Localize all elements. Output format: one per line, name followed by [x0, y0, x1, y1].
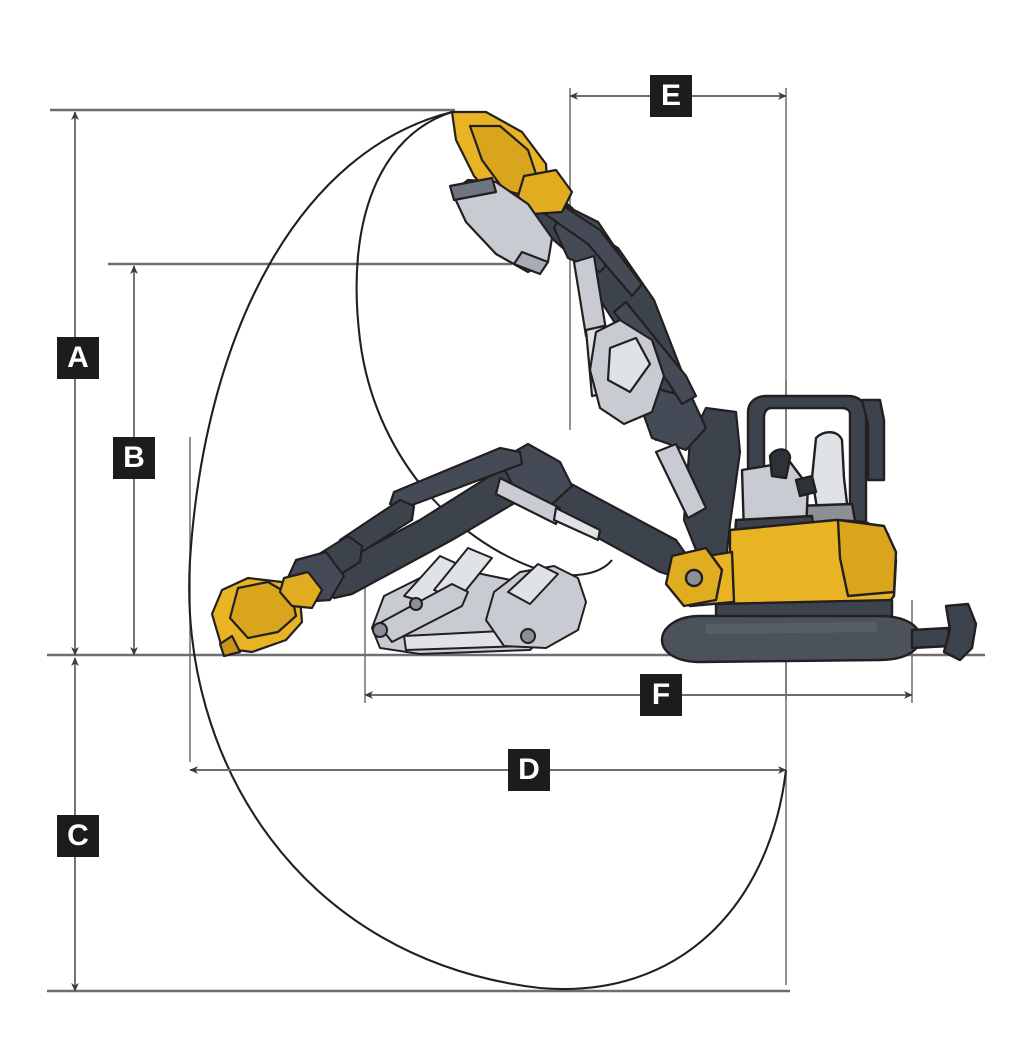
dipper-link-upper	[388, 446, 524, 510]
dimension-label-e: E	[650, 75, 692, 117]
bucket-ghost-body-right	[485, 565, 587, 649]
dimension-label-f: F	[640, 674, 682, 716]
upperstructure-engine-cowl	[836, 518, 898, 598]
dimension-label-d: D	[508, 749, 550, 791]
bucket-ghost-arm	[377, 583, 469, 643]
bucket-lowered-yellow-shade	[228, 580, 298, 640]
hydraulic-rod-lowered	[552, 506, 602, 542]
dimension-label-b: B	[113, 437, 155, 479]
bucket-ghost-pin-c	[409, 597, 423, 611]
bucket-ghost-pin-a	[372, 622, 388, 638]
operator-seat	[810, 431, 850, 516]
working-envelope-arc	[188, 110, 788, 991]
dimension-label-c: C	[57, 815, 99, 857]
dozer-blade-arm	[910, 626, 952, 650]
attachment-ghost-mid-plate	[606, 336, 652, 394]
control-lever-left	[768, 448, 792, 480]
machine-boom-raised	[448, 110, 742, 562]
bucket-raised-gray-edge	[512, 250, 550, 276]
bucket-lowered-linkage	[278, 570, 324, 610]
bucket-ghost-assembly	[371, 547, 587, 655]
bucket-raised-teeth-bar	[448, 176, 498, 202]
machine-upperstructure	[660, 394, 978, 664]
boom-pivot-pin	[684, 568, 704, 588]
rubber-track	[660, 614, 922, 664]
track-highlight	[706, 622, 878, 634]
bucket-lowered-tip	[218, 634, 242, 658]
dozer-blade	[942, 602, 978, 662]
dimension-label-a: A	[57, 337, 99, 379]
hydraulic-cylinder-lowered	[494, 476, 562, 526]
hydraulic-cylinder-raised-b	[654, 442, 708, 520]
canopy-rear-post	[860, 398, 886, 482]
bucket-ghost-right-plate	[507, 563, 559, 605]
bucket-ghost-pin-b	[520, 628, 536, 644]
control-lever-right	[794, 474, 818, 498]
